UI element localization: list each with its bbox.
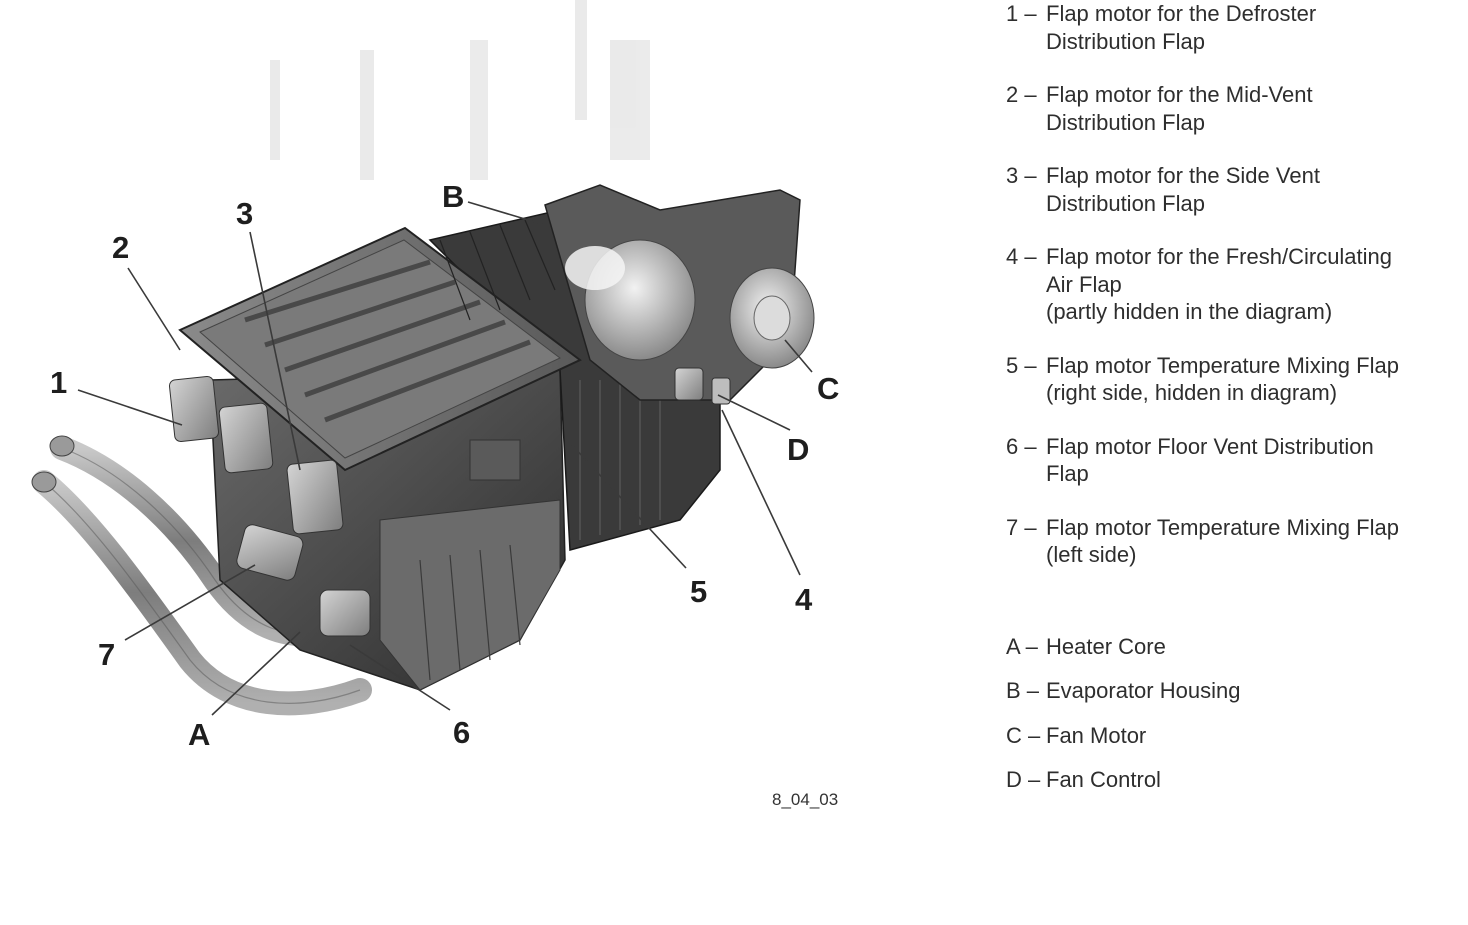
legend-entry: 7 – Flap motor Temperature Mixing Flap(le…	[1006, 514, 1461, 569]
hvac-assembly-illustration: 1 2 3 4 5 6 7 A B C D	[31, 0, 839, 752]
legend-entry: 5 – Flap motor Temperature Mixing Flap(ri…	[1006, 352, 1461, 407]
callout-2: 2	[112, 230, 129, 265]
legend-description-line: Flap motor for the Fresh/Circulating	[1046, 244, 1393, 269]
legend-description-line: Flap motor Temperature Mixing Flap	[1046, 514, 1399, 540]
legend-key: C –	[1006, 722, 1041, 748]
callout-1: 1	[50, 365, 67, 400]
legend-description-line: Heater Core	[1046, 633, 1166, 659]
legend-description-line: Fan Control	[1046, 767, 1161, 792]
hvac-assembly-figure: 1 2 3 4 5 6 7 A B C D 8_04_03	[31, 0, 839, 809]
legend-key: 1 –	[1006, 1, 1037, 26]
legend-description-line: Flap motor for the Mid-Vent	[1046, 82, 1313, 107]
fan-housing	[544, 184, 815, 405]
legend-description-line: Fan Motor	[1046, 722, 1147, 748]
legend-entry: B –Evaporator Housing	[1006, 677, 1461, 705]
legend-description-line: Flap motor Floor Vent Distribution	[1046, 433, 1374, 459]
legend-key: 6 –	[1006, 433, 1037, 459]
legend-description: Fan Control	[1046, 766, 1461, 794]
heater-housing	[209, 369, 566, 691]
legend-key: 4 –	[1006, 244, 1037, 269]
legend-description-line: Evaporator Housing	[1046, 678, 1241, 703]
flap-motors	[168, 375, 371, 637]
legend-description: Flap motor Temperature Mixing Flap(right…	[1046, 352, 1461, 407]
callout-5: 5	[690, 574, 707, 609]
callout-4: 4	[795, 582, 813, 617]
callout-labels: 1 2 3 4 5 6 7 A B C D	[50, 179, 839, 752]
callout-6: 6	[453, 715, 470, 750]
legend-description: Evaporator Housing	[1046, 677, 1461, 705]
leader-lines	[77, 201, 813, 716]
callout-a: A	[188, 717, 210, 752]
legend-description-line: Flap motor Temperature Mixing Flap	[1046, 352, 1399, 378]
legend-description-line: Air Flap	[1046, 271, 1122, 297]
legend-description-line: Flap motor for the Side Vent	[1046, 163, 1320, 188]
legend-description-line: (partly hidden in the diagram)	[1046, 299, 1333, 324]
legend-key: A –	[1006, 633, 1038, 659]
legend-entry: C –Fan Motor	[1006, 722, 1461, 750]
legend-description: Flap motor Temperature Mixing Flap(left …	[1046, 514, 1461, 569]
legend-key: 7 –	[1006, 514, 1037, 540]
legend-key: 2 –	[1006, 82, 1037, 107]
legend-description-line: (right side, hidden in diagram)	[1046, 380, 1338, 405]
legend-description: Heater Core	[1046, 633, 1461, 661]
callout-3: 3	[236, 196, 253, 231]
legend-key: D –	[1006, 767, 1041, 792]
legend-description-line: Distribution Flap	[1046, 109, 1205, 135]
legend-description-line: (left side)	[1046, 542, 1137, 567]
legend-entry: D –Fan Control	[1006, 766, 1461, 794]
legend-entry: A – Heater Core	[1006, 633, 1461, 661]
legend-description: Fan Motor	[1046, 722, 1461, 750]
legend-description-line: Flap motor for the Defroster	[1046, 1, 1317, 26]
legend-spacer	[1006, 595, 1461, 633]
legend-key: 3 –	[1006, 163, 1037, 188]
callout-7: 7	[98, 637, 115, 672]
callout-d: D	[787, 432, 809, 467]
figure-code: 8_04_03	[772, 790, 839, 809]
background-texture	[270, 0, 650, 180]
legend-description-line: Distribution Flap	[1046, 190, 1205, 216]
legend-key: 5 –	[1006, 352, 1037, 378]
callout-b: B	[442, 179, 464, 214]
distribution-duct-top	[178, 219, 582, 472]
legend-key: B –	[1006, 678, 1040, 703]
legend-description-line: Flap	[1046, 461, 1089, 486]
callout-c: C	[817, 371, 839, 406]
legend-description-line: Distribution Flap	[1046, 28, 1205, 54]
